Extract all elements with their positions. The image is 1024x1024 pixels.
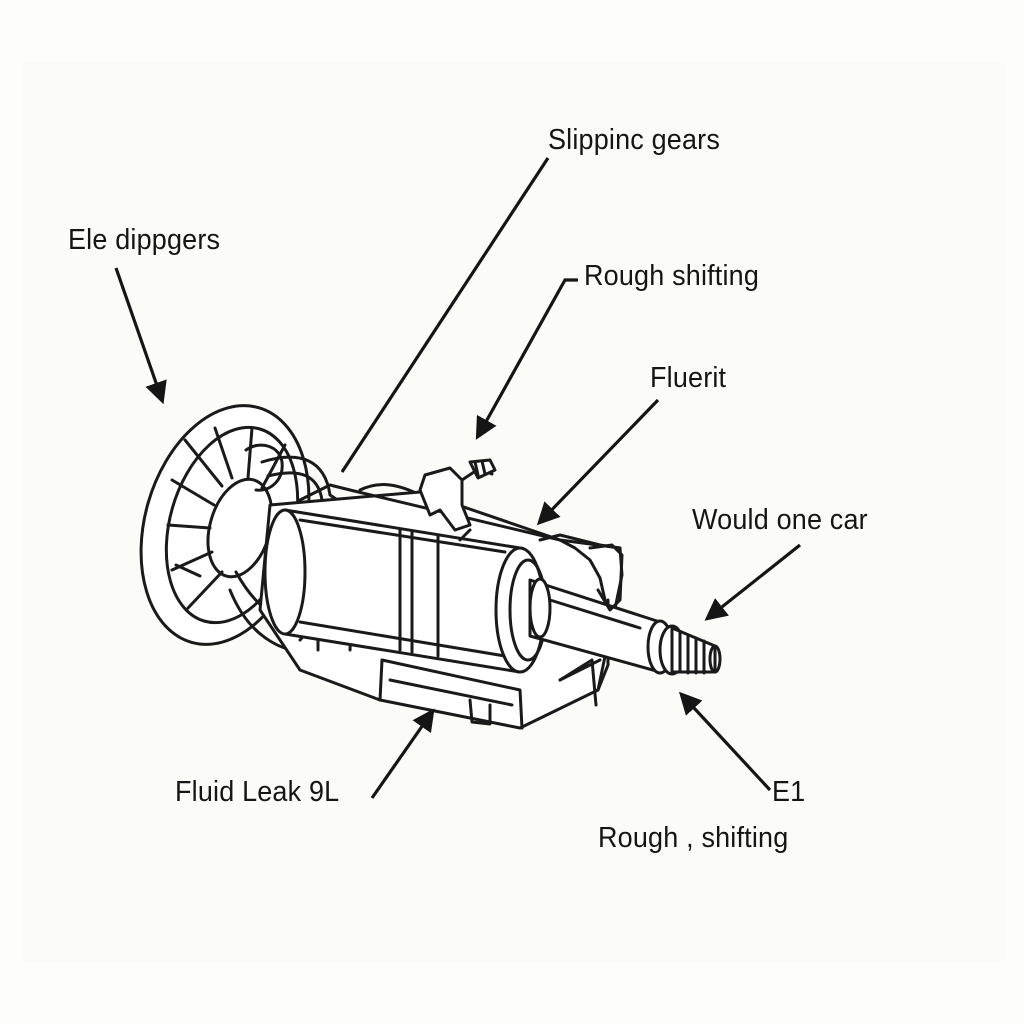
label-would-one-car: Would one car	[692, 504, 868, 536]
arrow-fluerit	[536, 398, 660, 526]
label-slipping-gears: Slippinc gears	[548, 124, 721, 156]
rear-mount	[558, 543, 624, 707]
label-rough-shifting-bottom: Rough , shifting	[598, 822, 789, 854]
label-rough-shifting-top: Rough shifting	[584, 260, 760, 292]
output-shaft	[528, 577, 722, 676]
arrow-ele-dippgers	[114, 267, 167, 405]
label-e1: E1	[772, 776, 806, 808]
label-ele-dippgers: Ele dippgers	[68, 224, 221, 256]
arrow-e1	[678, 691, 772, 792]
main-drum	[263, 508, 548, 674]
label-fluid-leak: Fluid Leak 9L	[175, 776, 340, 808]
leader-arrows	[114, 157, 801, 799]
label-fluerit: Fluerit	[650, 362, 727, 394]
arrow-fluid-leak	[370, 708, 435, 799]
transmission-illustration	[139, 404, 722, 730]
shift-linkage	[418, 458, 497, 542]
arrow-slipping-gears	[340, 157, 550, 473]
arrow-rough-shifting-top	[475, 278, 578, 440]
arrow-would-one-car	[704, 543, 801, 621]
